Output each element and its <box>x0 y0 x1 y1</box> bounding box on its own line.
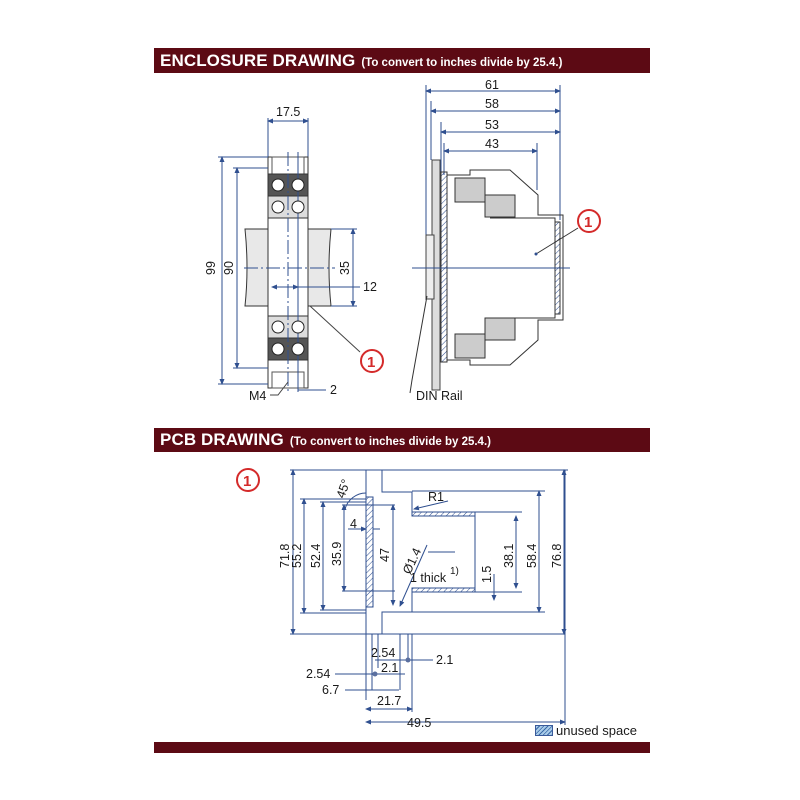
dim-53: 53 <box>485 118 499 132</box>
dim-m4: M4 <box>249 389 266 403</box>
side-view <box>409 85 579 394</box>
pcb-title: PCB DRAWING <box>160 430 284 449</box>
dim-2-54-top: 2.54 <box>371 646 395 660</box>
dim-12: 12 <box>363 280 377 294</box>
hatch-swatch-icon <box>535 725 553 736</box>
svg-text:1: 1 <box>367 354 375 371</box>
dim-21-7: 21.7 <box>377 694 401 708</box>
dim-6-7: 6.7 <box>322 683 339 697</box>
dim-58: 58 <box>485 97 499 111</box>
terminal-screws <box>271 178 305 356</box>
dim-r1: R1 <box>428 490 444 504</box>
dim-43: 43 <box>485 137 499 151</box>
svg-text:1: 1 <box>243 473 251 490</box>
dim-49-5: 49.5 <box>407 716 431 730</box>
din-rail-label: DIN Rail <box>416 389 463 403</box>
dim-71-8: 71.8 <box>278 544 292 568</box>
dim-4: 4 <box>350 517 357 531</box>
dim-2-1-mid: 2.1 <box>381 661 398 675</box>
dim-2-54-left: 2.54 <box>306 667 330 681</box>
dim-2-1-right: 2.1 <box>436 653 453 667</box>
pcb-subtitle: (To convert to inches divide by 25.4.) <box>289 436 491 448</box>
dim-47: 47 <box>378 548 392 562</box>
pcb-drawing-banner: PCB DRAWING (To convert to inches divide… <box>154 428 650 452</box>
svg-text:1: 1 <box>584 214 592 231</box>
dim-61: 61 <box>485 78 499 92</box>
dim-99: 99 <box>204 261 218 275</box>
dim-1-thick: 1 thick <box>410 571 447 585</box>
dim-90: 90 <box>222 261 236 275</box>
callout-1-front: 1 <box>360 349 384 373</box>
dim-35: 35 <box>338 261 352 275</box>
dim-1-5: 1.5 <box>480 566 494 583</box>
dim-35-9: 35.9 <box>330 542 344 566</box>
dim-76-8: 76.8 <box>550 544 564 568</box>
dim-17-5: 17.5 <box>276 105 300 119</box>
dim-52-4: 52.4 <box>309 544 323 568</box>
dim-38-1: 38.1 <box>502 544 516 568</box>
dim-45-deg: 45° <box>334 477 354 500</box>
enclosure-subtitle: (To convert to inches divide by 25.4.) <box>361 57 563 69</box>
front-view <box>218 118 361 396</box>
pcb-callout: 1 <box>236 468 260 492</box>
footer-bar <box>154 742 650 753</box>
unused-space-legend: unused space <box>535 723 637 738</box>
enclosure-drawing-banner: ENCLOSURE DRAWING (To convert to inches … <box>154 48 650 73</box>
dim-58-4: 58.4 <box>525 544 539 568</box>
callout-1-side: 1 <box>577 209 601 233</box>
enclosure-title: ENCLOSURE DRAWING <box>160 51 356 70</box>
dim-2: 2 <box>330 383 337 397</box>
footnote-1: 1) <box>450 566 459 577</box>
pcb-outline <box>290 469 568 725</box>
legend-label: unused space <box>556 723 637 738</box>
dim-55-2: 55.2 <box>290 544 304 568</box>
